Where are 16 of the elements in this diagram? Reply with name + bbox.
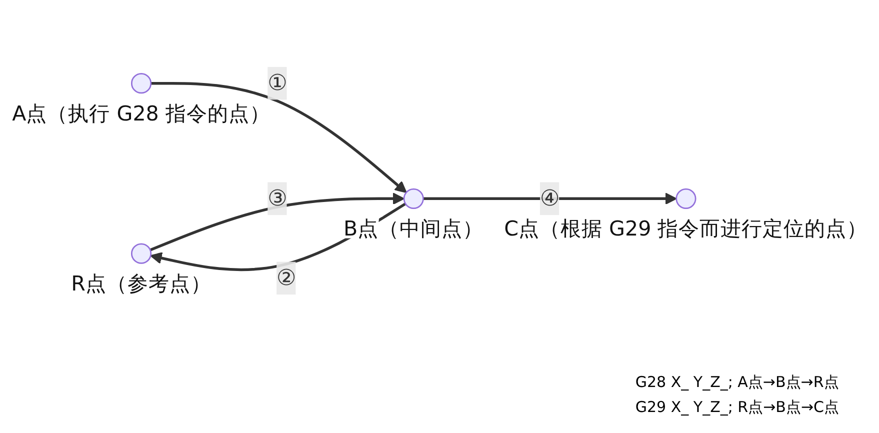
command-line: G29 X_ Y_Z_; R点→B点→C点 bbox=[635, 398, 839, 417]
point-label: A点（执行 G28 指令的点） bbox=[12, 101, 270, 126]
edge-label: ① bbox=[268, 70, 288, 96]
node-circle bbox=[130, 243, 152, 264]
point-label: C点（根据 G29 指令而进行定位的点） bbox=[504, 216, 868, 241]
edge-label: ④ bbox=[540, 184, 560, 212]
node-circle bbox=[403, 188, 424, 209]
point-label: R点（参考点） bbox=[71, 272, 212, 296]
node-circle bbox=[130, 73, 152, 94]
arrow bbox=[150, 82, 407, 193]
command-line: G28 X_ Y_Z_; A点→B点→R点 bbox=[635, 373, 839, 392]
arrow bbox=[423, 192, 677, 205]
edge-label: ③ bbox=[268, 184, 288, 212]
arrow bbox=[150, 192, 405, 252]
edge-label: ② bbox=[276, 264, 296, 291]
node-circle bbox=[676, 188, 696, 209]
